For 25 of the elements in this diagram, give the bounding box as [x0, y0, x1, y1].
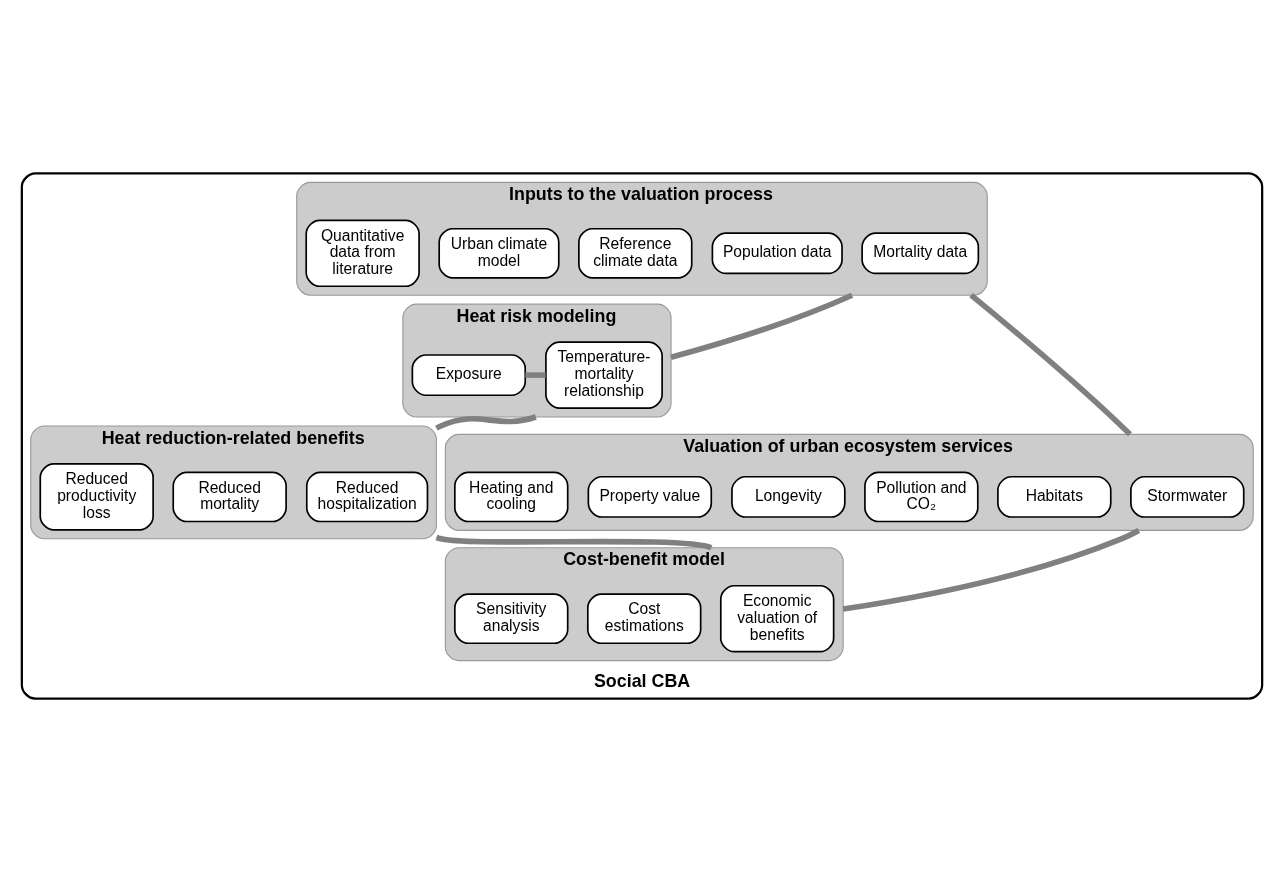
connector — [435, 414, 537, 431]
connector — [842, 527, 1141, 612]
node-box: Quantitative data from literature — [305, 219, 420, 288]
connector — [969, 293, 1132, 437]
node-box: Sensitivity analysis — [454, 593, 569, 645]
node-box: Habitats — [997, 475, 1112, 518]
connector — [435, 534, 712, 551]
node-box: Stormwater — [1130, 475, 1245, 518]
node-box: Reduced hospitalization — [305, 471, 429, 523]
node-box: Temperature-mortality relationship — [545, 341, 663, 409]
node-box: Cost estimations — [586, 593, 702, 645]
node-box: Reduced productivity loss — [39, 463, 154, 531]
node-box: Property value — [587, 475, 713, 518]
node-box: Heating and cooling — [454, 471, 569, 523]
node-box: Population data — [711, 232, 843, 275]
connector — [670, 292, 854, 360]
connector — [525, 372, 546, 378]
node-box: Longevity — [731, 475, 846, 518]
node-box: Economic valuation of benefits — [719, 584, 835, 653]
node-box: Mortality data — [861, 232, 980, 275]
node-box: Exposure — [411, 354, 527, 397]
node-box: Urban climate model — [438, 227, 560, 279]
node-box: Reduced mortality — [172, 471, 287, 523]
node-box: Reference climate data — [578, 227, 693, 279]
node-box: Pollution and CO₂ — [864, 471, 979, 523]
